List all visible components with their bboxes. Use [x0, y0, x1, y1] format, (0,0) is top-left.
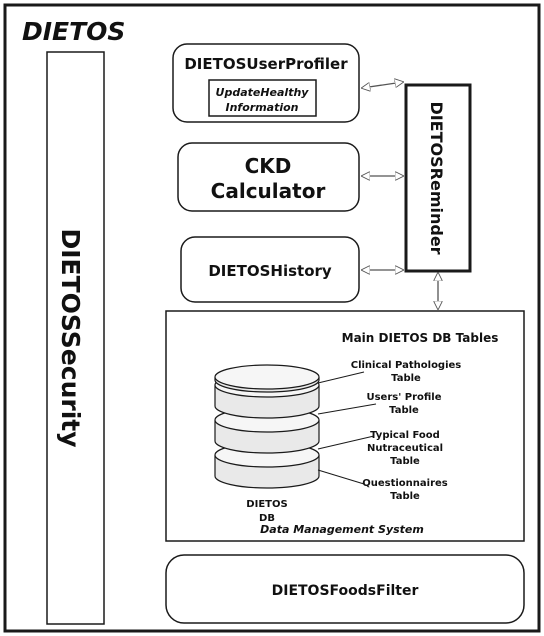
table-questionnaires-line2: Table	[390, 491, 420, 502]
leader-food	[317, 435, 375, 450]
table-food-line3: Table	[390, 456, 420, 467]
diagram-title: DIETOS	[22, 17, 125, 46]
table-food-line2: Nutraceutical	[367, 443, 443, 454]
dms-header: Main DIETOS DB Tables	[342, 331, 499, 345]
update-healthy-info-box	[208, 79, 317, 117]
ckd-calculator-box	[177, 142, 360, 212]
leader-questionnaires	[317, 469, 365, 485]
user-profiler-label: DIETOSUserProfiler	[184, 55, 348, 73]
arrow-profiler-reminder	[362, 82, 403, 88]
table-users-line1: Users' Profile	[366, 392, 441, 403]
db-label-line2: DB	[259, 513, 275, 524]
leader-users	[317, 403, 377, 415]
update-healthy-line1: UpdateHealthy	[216, 86, 310, 99]
ckd-calculator-line2: Calculator	[211, 179, 326, 203]
update-healthy-line2: Information	[226, 101, 299, 114]
reminder-label: DIETOSReminder	[427, 101, 446, 254]
history-box	[180, 236, 360, 303]
table-clinical-line2: Table	[391, 373, 421, 384]
table-users-line2: Table	[389, 405, 419, 416]
history-label: DIETOSHistory	[208, 262, 332, 280]
table-questionnaires-line1: Questionnaires	[362, 478, 448, 489]
dms-footer: Data Management System	[260, 523, 424, 536]
table-food-line1: Typical Food	[370, 430, 440, 441]
security-bar	[46, 51, 105, 625]
foods-filter-box	[165, 554, 525, 624]
leader-clinical	[317, 371, 365, 384]
table-clinical-line1: Clinical Pathologies	[351, 360, 462, 371]
foods-filter-label: DIETOSFoodsFilter	[272, 583, 419, 599]
security-label: DIETOSSecurity	[56, 228, 85, 447]
ckd-calculator-line1: CKD	[245, 154, 292, 178]
database-icon	[214, 364, 320, 489]
db-label-line1: DIETOS	[246, 499, 287, 510]
reminder-box	[404, 83, 472, 273]
